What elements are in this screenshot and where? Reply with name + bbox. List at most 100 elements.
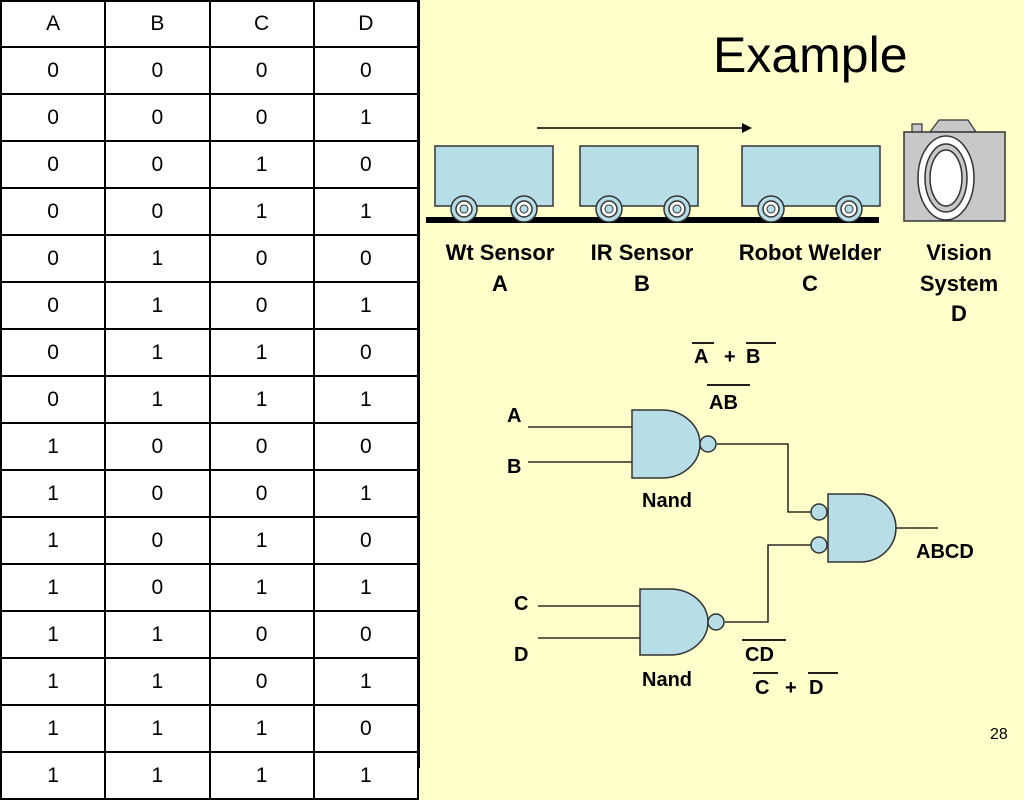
cart-b xyxy=(579,145,699,223)
table-cell: 0 xyxy=(0,234,107,283)
table-cell: 1 xyxy=(0,469,107,518)
table-cell: 0 xyxy=(0,281,107,330)
table-cell: 1 xyxy=(312,375,420,424)
table-cell: 0 xyxy=(208,657,315,706)
circuit-diagram: Wt Sensor A IR Sensor B Robot Welder C V… xyxy=(426,119,1006,699)
table-cell: 0 xyxy=(208,281,315,330)
nand-gate-top xyxy=(631,409,717,479)
table-cell: 0 xyxy=(208,234,315,283)
expr-bottom-sum-op: + xyxy=(785,677,797,699)
truth-table-header-row: A B C D xyxy=(0,0,420,48)
station-label-wt-sensor: Wt Sensor xyxy=(446,240,555,265)
column-header-a: A xyxy=(0,0,107,48)
camera-icon xyxy=(903,119,1006,222)
table-cell: 0 xyxy=(0,328,107,377)
expr-bottom-product: CD xyxy=(745,644,774,666)
table-cell: 0 xyxy=(312,516,420,565)
table-cell: 0 xyxy=(208,422,315,471)
expr-top-sum-op: + xyxy=(724,346,736,368)
table-cell: 1 xyxy=(104,375,211,424)
cart-c xyxy=(741,145,881,223)
table-cell: 0 xyxy=(208,46,315,95)
divider xyxy=(417,0,420,768)
station-label-ir-sensor: IR Sensor xyxy=(591,240,694,265)
nand-gate-bottom xyxy=(639,588,725,656)
input-label-b: B xyxy=(507,456,521,478)
table-cell: 1 xyxy=(0,563,107,612)
table-cell: 0 xyxy=(208,469,315,518)
table-cell: 1 xyxy=(208,516,315,565)
and-gate-output xyxy=(810,493,897,563)
table-cell: 0 xyxy=(104,140,211,189)
table-cell: 0 xyxy=(312,328,420,377)
direction-arrow xyxy=(537,123,752,133)
table-cell: 0 xyxy=(312,234,420,283)
table-cell: 1 xyxy=(0,422,107,471)
input-label-c: C xyxy=(514,593,528,615)
table-cell: 0 xyxy=(312,610,420,659)
expr-bottom-sum-right: D xyxy=(809,677,823,699)
table-cell: 1 xyxy=(312,93,420,142)
table-cell: 1 xyxy=(0,516,107,565)
output-label: ABCD xyxy=(916,541,974,563)
table-cell: 0 xyxy=(208,93,315,142)
table-cell: 0 xyxy=(0,140,107,189)
table-cell: 0 xyxy=(208,610,315,659)
table-cell: 0 xyxy=(0,187,107,236)
table-cell: 1 xyxy=(104,281,211,330)
table-cell: 1 xyxy=(0,704,107,753)
input-label-d: D xyxy=(514,644,528,666)
slide-title: Example xyxy=(713,27,908,83)
station-label-vision-line1: Vision xyxy=(926,240,992,265)
table-cell: 1 xyxy=(104,704,211,753)
table-cell: 0 xyxy=(104,469,211,518)
gate-label-top: Nand xyxy=(642,490,692,512)
table-cell: 0 xyxy=(104,563,211,612)
table-cell: 1 xyxy=(104,657,211,706)
station-letter-c: C xyxy=(802,271,818,296)
table-cell: 1 xyxy=(312,657,420,706)
table-cell: 0 xyxy=(312,46,420,95)
page-number: 28 xyxy=(990,726,1008,743)
table-cell: 1 xyxy=(208,563,315,612)
table-cell: 0 xyxy=(104,46,211,95)
overbars xyxy=(692,342,838,674)
station-letter-d: D xyxy=(951,301,967,326)
station-letter-a: A xyxy=(492,271,508,296)
expr-bottom-sum-left: C xyxy=(755,677,769,699)
table-cell: 0 xyxy=(104,422,211,471)
column-header-d: D xyxy=(312,0,420,48)
table-cell: 0 xyxy=(0,375,107,424)
table-cell: 1 xyxy=(312,187,420,236)
table-cell: 0 xyxy=(104,516,211,565)
table-cell: 0 xyxy=(312,422,420,471)
gate-label-bottom: Nand xyxy=(642,669,692,691)
table-cell: 1 xyxy=(312,281,420,330)
table-cell: 1 xyxy=(312,563,420,612)
table-cell: 1 xyxy=(104,610,211,659)
station-letter-b: B xyxy=(634,271,650,296)
table-cell: 1 xyxy=(104,328,211,377)
table-cell: 1 xyxy=(0,657,107,706)
table-cell: 0 xyxy=(312,140,420,189)
table-cell: 0 xyxy=(312,704,420,753)
expr-top-sum-left: A xyxy=(694,346,708,368)
table-cell: 0 xyxy=(104,187,211,236)
circuit-wires xyxy=(528,426,938,639)
table-cell: 0 xyxy=(104,93,211,142)
table-cell: 1 xyxy=(208,704,315,753)
